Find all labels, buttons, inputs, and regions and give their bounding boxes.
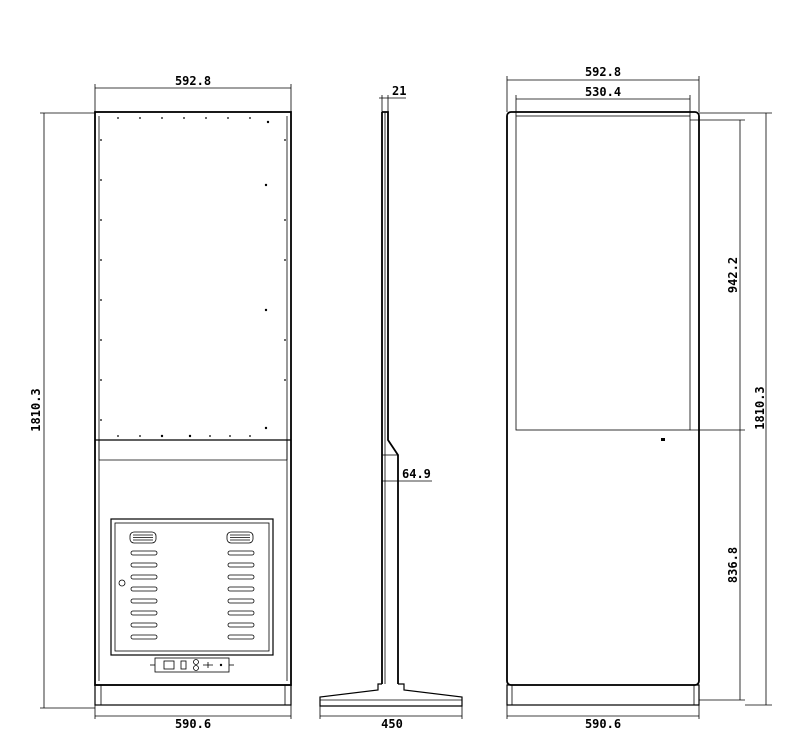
io-port-strip (154, 657, 230, 673)
front-lock-icon (118, 579, 126, 587)
side-offset-label: 64.9 (402, 467, 431, 481)
back-bottom-width-label: 590.6 (585, 717, 621, 731)
back-cabinet-outline (506, 111, 700, 686)
front-vent-slots (130, 550, 255, 640)
side-profile (381, 111, 399, 684)
back-view: 592.8 530.4 942.2 836.8 1810.3 590.6 (506, 65, 772, 731)
side-foot (319, 683, 463, 707)
back-screen-area (515, 115, 691, 431)
front-screw-dots (100, 117, 286, 438)
front-base (94, 684, 292, 706)
side-base-depth-label: 450 (381, 717, 403, 731)
front-cabinet-outline (94, 111, 292, 686)
back-total-height-label: 1810.3 (753, 386, 767, 429)
back-lower-height-label: 836.8 (726, 547, 740, 583)
front-top-width-label: 592.8 (175, 74, 211, 88)
back-indicator (661, 438, 665, 441)
front-bottom-width-label: 590.6 (175, 717, 211, 731)
port-icon (163, 660, 175, 670)
side-thickness-label: 21 (392, 84, 406, 98)
side-view: 21 64.9 450 (319, 84, 463, 731)
back-base (506, 684, 700, 706)
front-height-label: 1810.3 (29, 388, 43, 431)
back-upper-height-label: 942.2 (726, 257, 740, 293)
left-speaker-grille (129, 531, 157, 544)
back-screen-width-label: 530.4 (585, 85, 621, 99)
front-view: 592.8 1810.3 (29, 74, 292, 731)
back-top-width-label: 592.8 (585, 65, 621, 79)
front-access-panel (110, 518, 274, 656)
right-speaker-grille (226, 531, 254, 544)
